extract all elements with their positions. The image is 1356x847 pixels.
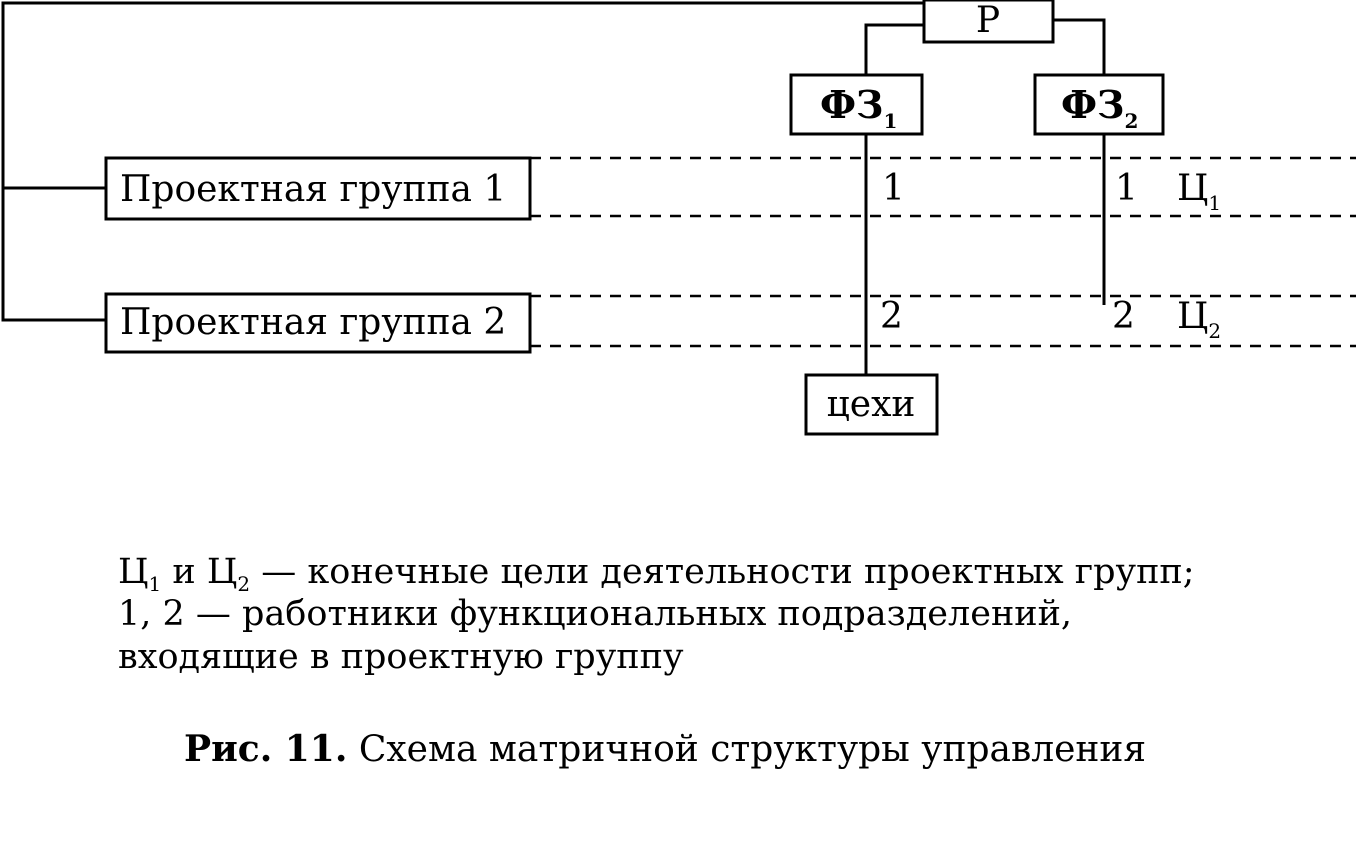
node-fz2-label: ФЗ2 bbox=[1061, 82, 1138, 133]
goal2-label: Ц2 bbox=[1177, 296, 1221, 343]
legend-line-3: входящие в проектную группу bbox=[118, 637, 684, 677]
node-group1-label: Проектная группа 1 bbox=[120, 169, 506, 210]
node-r-label: Р bbox=[976, 0, 1000, 41]
mark-fz2-row1: 1 bbox=[1115, 168, 1138, 209]
intersection-marks: 1 2 1 2 Ц1 Ц2 bbox=[880, 168, 1221, 343]
node-group1: Проектная группа 1 bbox=[104, 156, 532, 221]
node-fz1-label: ФЗ1 bbox=[820, 82, 897, 133]
legend-line-2: 1, 2 — работники функциональных подразде… bbox=[118, 594, 1073, 634]
edge-r-to-groups bbox=[1, 1, 924, 322]
node-shops-label: цехи bbox=[827, 384, 916, 425]
node-r: Р bbox=[922, 0, 1055, 44]
mark-fz1-row2: 2 bbox=[880, 296, 903, 337]
figure-caption-text: Схема матричной структуры управления bbox=[347, 729, 1147, 770]
mark-fz2-row2: 2 bbox=[1112, 296, 1135, 337]
node-shops: цехи bbox=[804, 373, 939, 436]
goal1-label: Ц1 bbox=[1177, 168, 1221, 215]
figure-caption-label: Рис. 11. bbox=[184, 728, 348, 770]
node-group2: Проектная группа 2 bbox=[104, 292, 532, 354]
node-group2-label: Проектная группа 2 bbox=[120, 302, 506, 343]
matrix-rows bbox=[530, 156, 1356, 348]
legend-line-1: Ц1 и Ц2 — конечные цели деятельности про… bbox=[118, 552, 1195, 596]
edge-r-to-fz2 bbox=[1053, 18, 1106, 75]
node-fz1: ФЗ1 bbox=[789, 73, 924, 136]
mark-fz1-row1: 1 bbox=[882, 168, 905, 209]
figure-caption: Рис. 11. Схема матричной структуры управ… bbox=[184, 728, 1146, 770]
connectors bbox=[1, 1, 1106, 375]
edge-r-to-fz1 bbox=[864, 23, 924, 75]
node-fz2: ФЗ2 bbox=[1033, 73, 1165, 136]
